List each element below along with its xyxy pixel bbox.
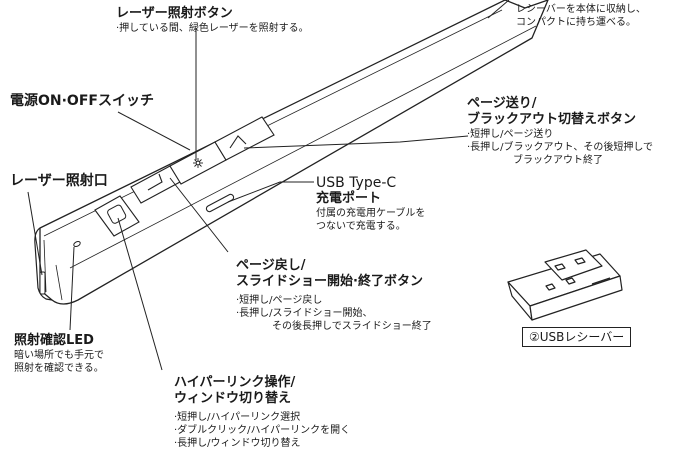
usb-port-callout: USB Type-C 充電ポート 付属の充電用ケーブルを つないで充電する。 [316,175,425,233]
hyperlink-callout: ハイパーリンク操作/ ウィンドウ切り替え ·短押し/ハイパーリンク選択 ·ダブル… [174,375,350,450]
page-back-title-1: ページ戻し/ [236,258,306,273]
page-forward-line-2: ·長押し/ブラックアウト、その後短押しで [467,142,654,153]
page-back-callout: ページ戻し/ スライドショー開始·終了ボタン ·短押し/ページ戻し ·長押し/ス… [236,258,432,333]
page-back-line-2: ·長押し/スライドショー開始、 [236,308,373,319]
led-title: 照射確認LED [14,333,94,348]
usb-port-desc-1: 付属の充電用ケーブルを [316,208,426,219]
led-desc-1: 暗い場所でも手元で [14,350,104,361]
usb-receiver-image [507,249,623,321]
usb-port-title-2: 充電ポート [316,191,382,206]
hyperlink-line-3: ·長押し/ウィンドウ切り替え [174,438,301,449]
laser-port-icon [39,271,46,295]
usb-port-title-1: USB Type-C [316,175,397,191]
laser-button-icon [169,141,227,185]
receiver-note-line-1: レシーバーを本体に収納し、 [516,4,646,15]
leader-lines [27,0,510,371]
usb-c-port-icon [205,193,235,213]
page-forward-line-1: ·短押し/ページ送り [467,129,554,140]
laser-button-callout: レーザー照射ボタン ·押している間、緑色レーザーを照射する。 [116,6,309,35]
page-forward-callout: ページ送り/ ブラックアウト切替えボタン ·短押し/ページ送り ·長押し/ブラッ… [467,96,653,167]
laser-port-title: レーザー照射口 [10,173,108,189]
page-back-line-3: その後長押しでスライドショー終了 [272,321,432,332]
led-desc-2: 照射を確認できる。 [14,363,104,374]
laser-port-callout: レーザー照射口 [10,173,108,189]
page-forward-title-1: ページ送り/ [467,96,537,111]
page-back-line-1: ·短押し/ページ戻し [236,295,323,306]
receiver-note-line-2: コンパクトに持ち運べる。 [516,17,636,28]
led-callout: 照射確認LED 暗い場所でも手元で 照射を確認できる。 [14,333,104,375]
hyperlink-line-2: ·ダブルクリック/ハイパーリンクを開く [174,425,351,436]
usb-port-desc-2: つないで充電する。 [316,221,406,232]
page-forward-line-3: ブラックアウト終了 [513,155,603,166]
page-forward-title-2: ブラックアウト切替えボタン [467,112,637,127]
laser-button-desc: ·押している間、緑色レーザーを照射する。 [116,23,309,34]
power-switch-callout: 電源ON·OFFスイッチ [10,93,154,109]
usb-receiver-label: ②USBレシーバー [522,327,632,347]
page-forward-button-icon [214,116,275,161]
hyperlink-button-icon [94,195,140,237]
laser-button-title: レーザー照射ボタン [116,6,233,21]
page-back-title-2: スライドショー開始·終了ボタン [236,274,423,289]
hyperlink-title-1: ハイパーリンク操作/ [174,375,296,390]
hyperlink-title-2: ウィンドウ切り替え [174,391,292,406]
hyperlink-line-1: ·短押し/ハイパーリンク選択 [174,412,301,423]
led-icon [73,240,81,248]
power-switch-title: 電源ON·OFFスイッチ [10,93,154,109]
receiver-note: レシーバーを本体に収納し、 コンパクトに持ち運べる。 [516,3,646,29]
